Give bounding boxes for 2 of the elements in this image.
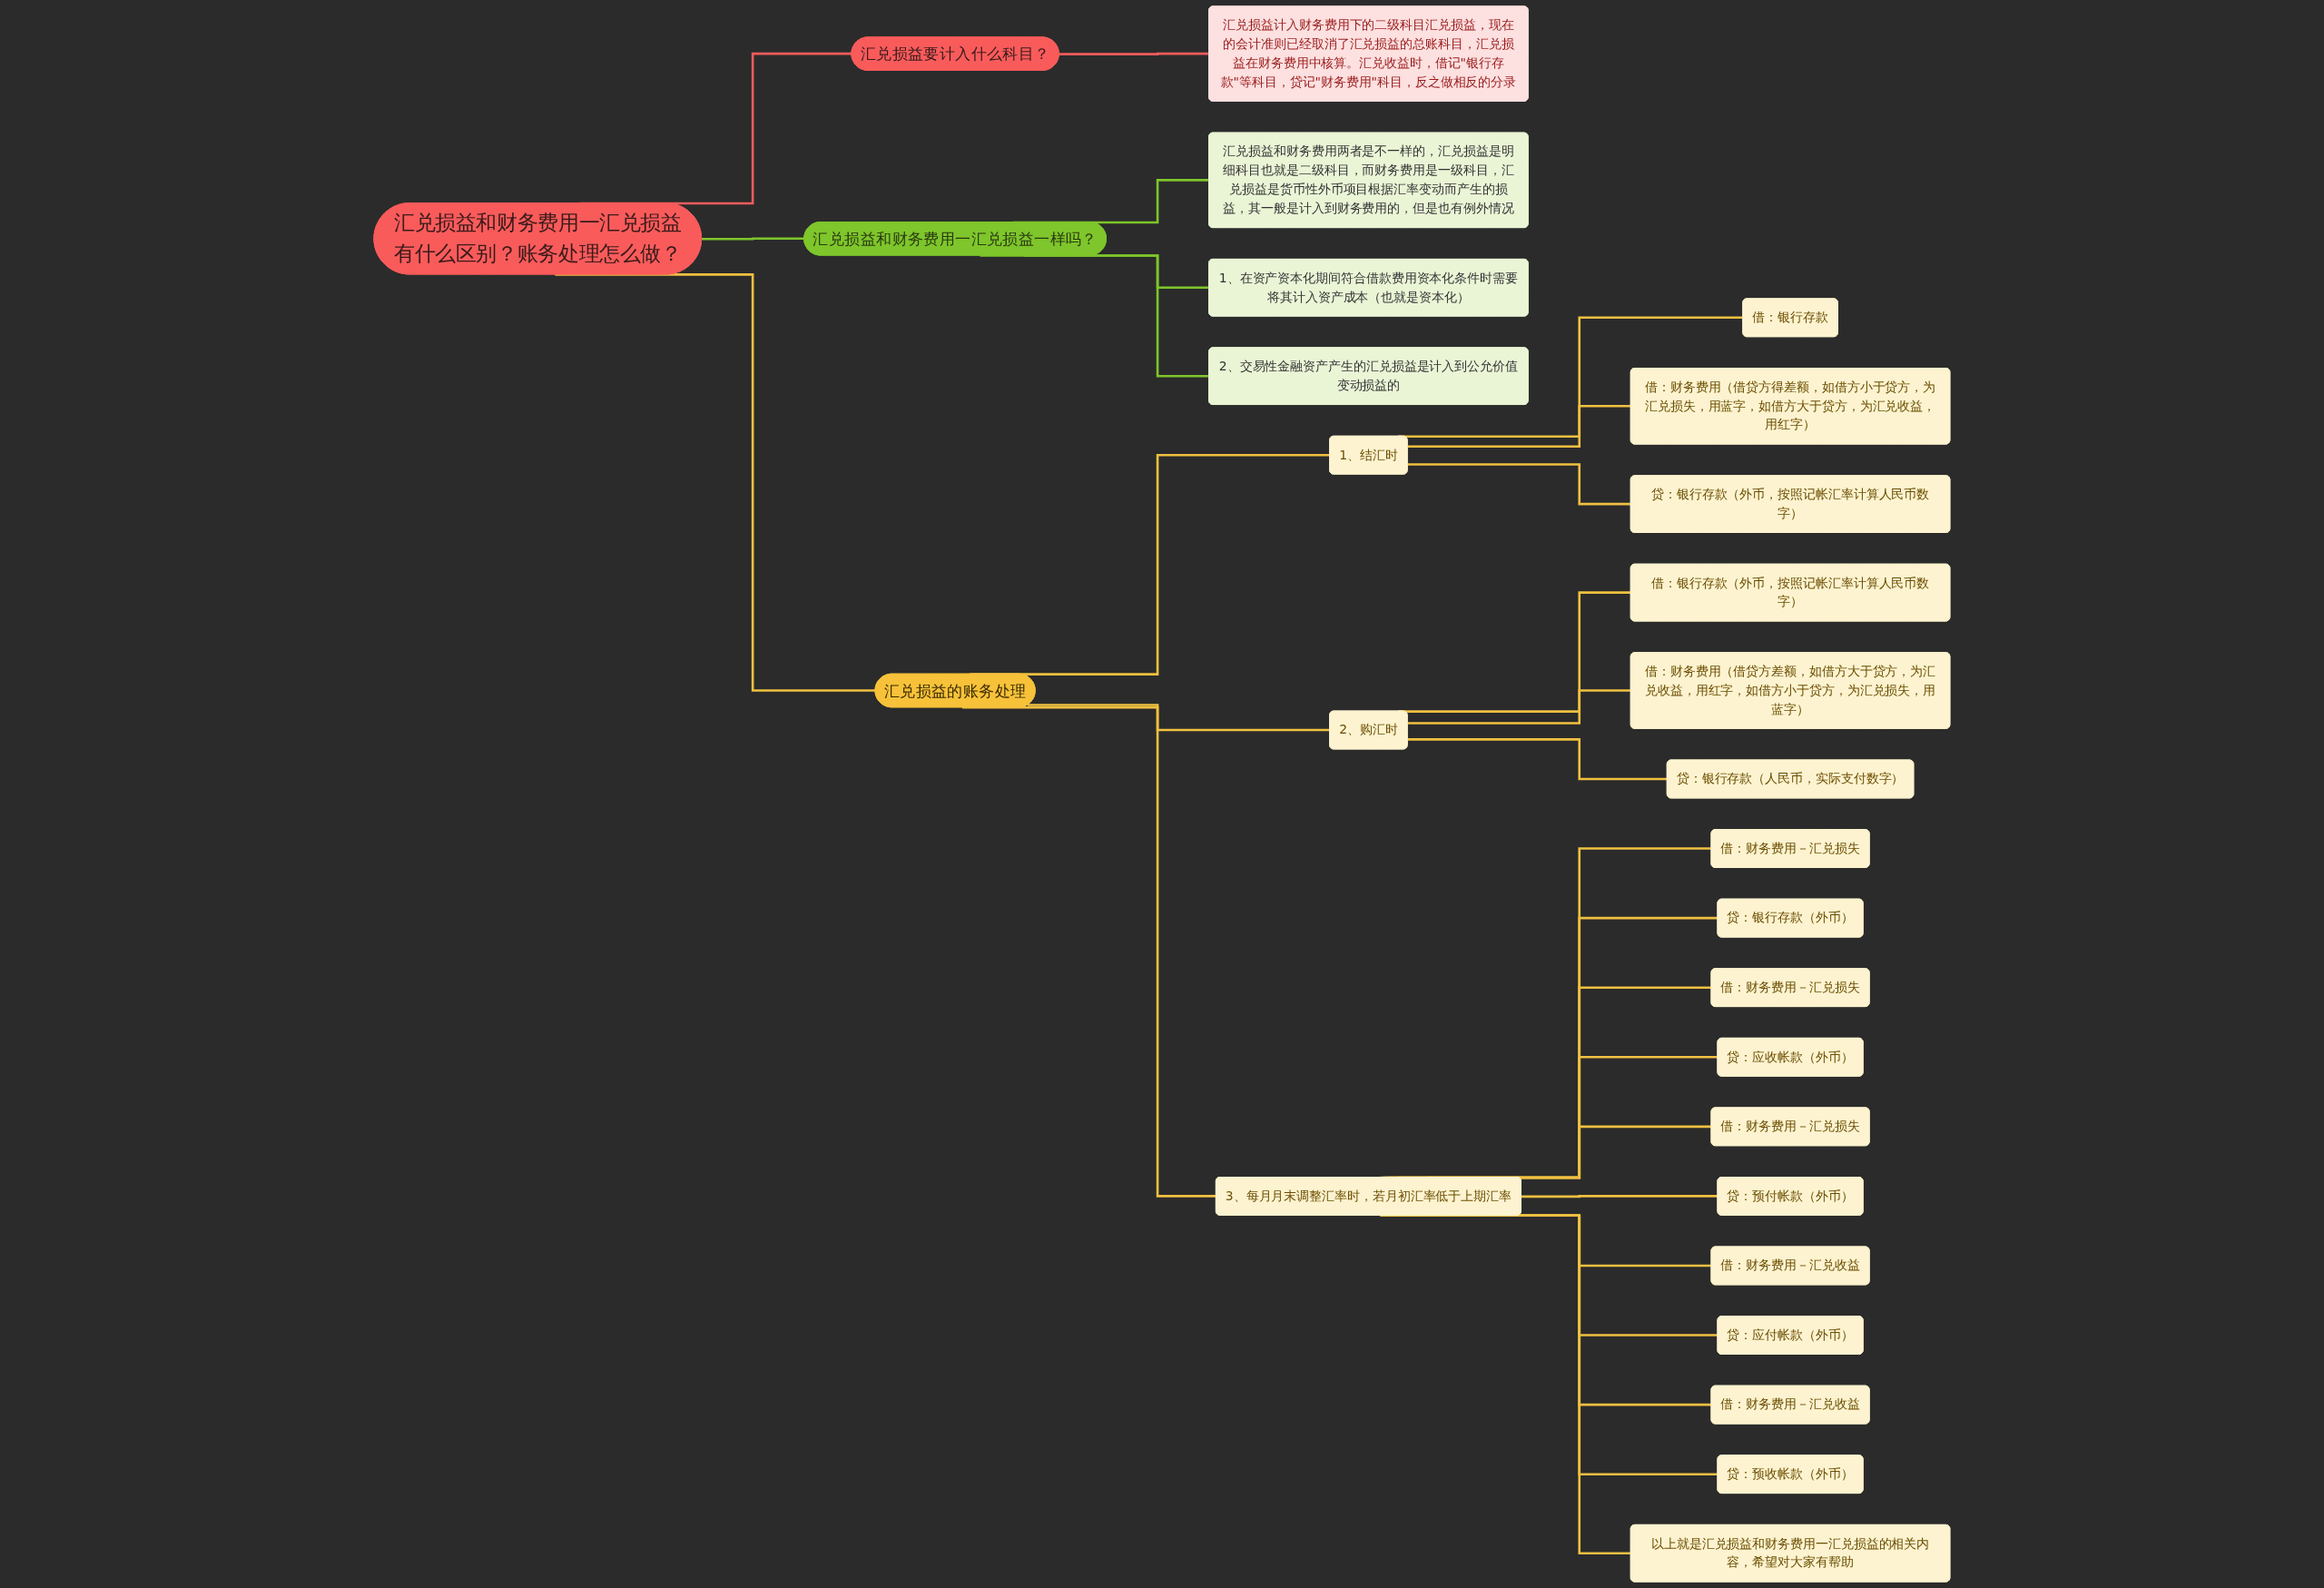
- connector: [555, 273, 877, 693]
- connector: [1521, 1195, 1719, 1198]
